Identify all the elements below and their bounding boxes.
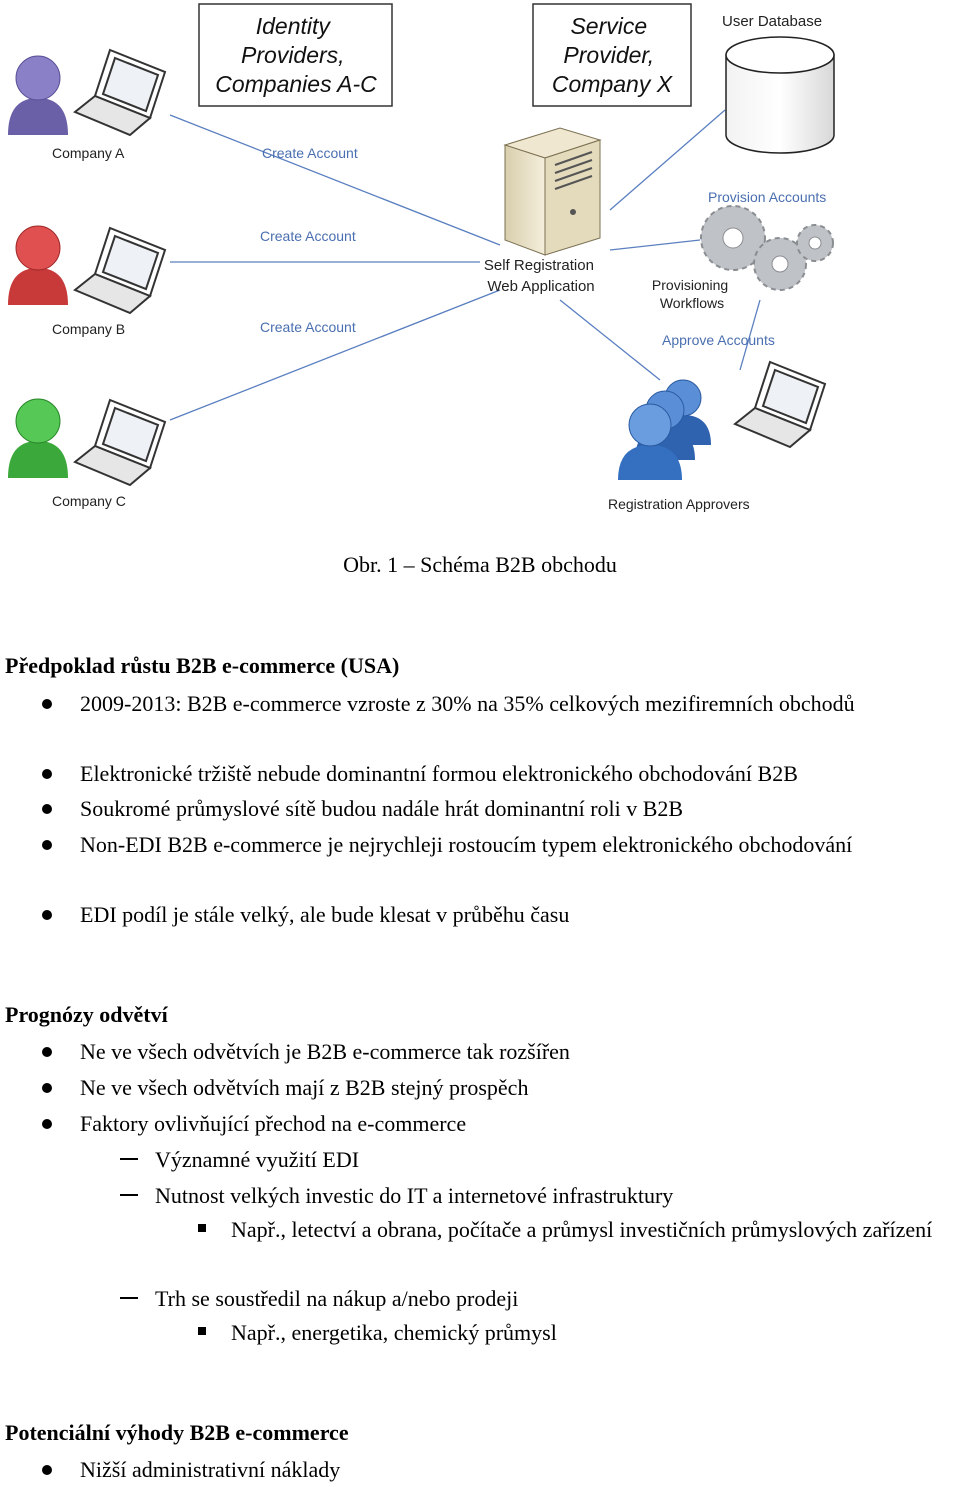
service-line-2: Provider, <box>563 42 654 68</box>
b2b-diagram: Identity Providers, Companies A-C Servic… <box>8 3 835 512</box>
provisioning-label: Provisioning <box>652 277 728 293</box>
service-line-1: Service <box>570 13 647 39</box>
company-b-label: Company B <box>52 321 125 337</box>
company-a-user-icon <box>8 55 68 135</box>
service-provider-box <box>532 3 692 107</box>
section-heading-growth: Předpoklad růstu B2B e-commerce (USA) <box>5 653 400 678</box>
laptop-icon <box>73 48 827 487</box>
list-item: Soukromé průmyslové sítě budou nadále hr… <box>80 796 684 821</box>
self-registration-label: Self Registration <box>484 257 594 274</box>
registration-approvers-icon <box>618 379 711 480</box>
list-item: Faktory ovlivňující přechod na e-commerc… <box>80 1111 467 1136</box>
bullet <box>42 769 52 779</box>
square-bullet <box>198 1224 206 1232</box>
list-item: Elektronické tržiště nebude dominantní f… <box>80 761 798 786</box>
sub-list-item: Významné využití EDI <box>155 1147 360 1172</box>
workflows-label: Workflows <box>660 295 724 311</box>
list-item: Ne ve všech odvětvích je B2B e-commerce … <box>80 1039 570 1064</box>
section-heading-forecasts: Prognózy odvětví <box>5 1002 168 1027</box>
identity-providers-box <box>198 3 393 107</box>
dash-bullet <box>120 1158 138 1160</box>
sub-list-item: Nutnost velkých investic do IT a interne… <box>155 1183 674 1208</box>
svg-text:Self Registration Web Appl: Self Registration Web Application <box>484 257 598 295</box>
create-account-label-a: Create Account <box>262 145 358 161</box>
provision-accounts-label: Provision Accounts <box>708 189 826 205</box>
approve-accounts-label: Approve Accounts <box>662 332 775 348</box>
bullet <box>42 840 52 850</box>
registration-approvers-label: Registration Approvers <box>608 496 750 512</box>
identity-line-3: Companies A-C <box>215 71 377 97</box>
square-bullet <box>198 1327 206 1335</box>
bullet <box>42 1047 52 1057</box>
bullet <box>42 804 52 814</box>
list-item: Non-EDI B2B e-commerce je nejrychleji ro… <box>80 832 853 857</box>
dash-bullet <box>120 1297 138 1299</box>
svg-text:Provisioning Workflows: Provisioning Workflows <box>652 277 732 311</box>
server-icon <box>503 127 602 256</box>
bullet <box>42 1465 52 1475</box>
user-database-label: User Database <box>722 13 822 30</box>
svg-text:Service Provider, Comp: Service Provider, Company X <box>552 13 674 97</box>
company-a-label: Company A <box>52 145 125 161</box>
list-item: Ne ve všech odvětvích mají z B2B stejný … <box>80 1075 529 1100</box>
company-b-user-icon <box>8 225 68 305</box>
list-item: EDI podíl je stále velký, ale bude klesa… <box>80 902 570 927</box>
bullet <box>42 1119 52 1129</box>
sub-list-item: Trh se soustředil na nákup a/nebo prodej… <box>155 1286 519 1311</box>
service-line-3: Company X <box>552 71 674 97</box>
svg-text:Identity Providers, Co: Identity Providers, Companies A-C <box>215 13 377 97</box>
figure-caption: Obr. 1 – Schéma B2B obchodu <box>343 552 617 577</box>
bullet <box>42 910 52 920</box>
create-account-label-b: Create Account <box>260 228 356 244</box>
company-c-label: Company C <box>52 493 126 509</box>
web-application-label: Web Application <box>487 278 594 295</box>
company-c-user-icon <box>8 398 68 478</box>
list-item: 2009-2013: B2B e-commerce vzroste z 30% … <box>80 691 855 716</box>
identity-line-2: Providers, <box>241 42 345 68</box>
sub-sub-list-item: Např., energetika, chemický průmysl <box>231 1320 557 1345</box>
dash-bullet <box>120 1194 138 1196</box>
sub-sub-list-item: Např., letectví a obrana, počítače a prů… <box>231 1217 933 1242</box>
bullet <box>42 1083 52 1093</box>
identity-line-1: Identity <box>256 13 332 39</box>
bullet <box>42 699 52 709</box>
user-database-icon <box>725 36 835 154</box>
list-item: Nižší administrativní náklady <box>80 1457 341 1482</box>
create-account-label-c: Create Account <box>260 319 356 335</box>
section-heading-benefits: Potenciální výhody B2B e-commerce <box>5 1420 349 1445</box>
